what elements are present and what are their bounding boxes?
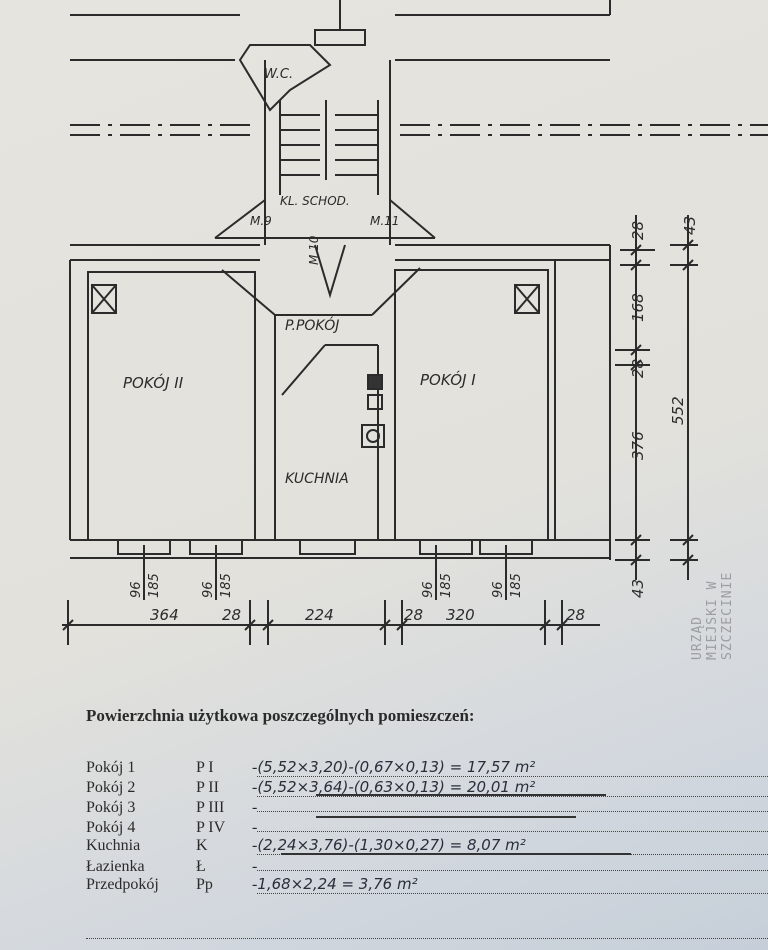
office-stamp: URZĄD MIEJSKI W SZCZECINIE [690,571,735,660]
room-name: Kuchnia [86,837,141,854]
vdim-168: 168 [629,293,647,322]
kitchen-label: KUCHNIA [285,471,349,487]
table-row: Łazienka Ł - [86,852,768,876]
hall-label: P.POKÓJ [285,316,339,334]
dim-28: 28 [566,606,585,624]
table-row: Pokój 1 P I - (5,52×3,20)-(0,67×0,13) = … [86,758,768,778]
dim-364: 364 [150,606,179,624]
vdim-28: 28 [629,359,647,378]
dim-224: 224 [305,606,334,624]
door-m10-label: M.10 [307,235,321,265]
table-row: Pokój 2 P II - (5,52×3,64)-(0,63×0,13) =… [86,778,768,798]
area-table: Pokój 1 P I - (5,52×3,20)-(0,67×0,13) = … [86,758,768,895]
window-dim: 96 [201,581,216,598]
blank-line [86,938,768,939]
floor-plan: W.C. KL. SCHOD. M.9 M.11 M.10 P.POKÓJ PO… [62,0,768,645]
blank-line [257,797,768,812]
room1-label: POKÓJ I [420,370,476,389]
room-name: Pokój 3 [86,799,136,816]
vdim-376: 376 [629,431,647,460]
strike-line [316,794,606,796]
dim-320: 320 [446,606,475,624]
table-title: Powierzchnia użytkowa poszczególnych pom… [86,706,475,725]
strike-line [281,852,631,855]
window-dim: 96 [129,581,144,598]
dash: - [252,837,258,854]
dash: - [252,857,258,875]
dash: - [252,876,258,893]
area-calc: 1,68×2,24 = 3,76 m² [257,875,768,894]
window-dim: 96 [491,581,506,598]
table-row: Kuchnia K - (2,24×3,76)-(1,30×0,27) = 8,… [86,836,768,856]
room-name: Pokój 4 [86,818,136,836]
room-name: Pokój 2 [86,778,136,796]
door-m9-label: M.9 [250,214,272,228]
room-symbol: K [196,837,208,854]
blank-line [257,856,768,871]
room-name: Łazienka [86,857,145,875]
door-m11-label: M.11 [370,214,399,228]
table-row: Przedpokój Pp - 1,68×2,24 = 3,76 m² [86,875,768,895]
area-calc: (2,24×3,76)-(1,30×0,27) = 8,07 m² [257,836,768,855]
dash: - [252,778,258,796]
dash: - [252,759,258,776]
room-symbol: P II [196,778,219,796]
area-calc: (5,52×3,64)-(0,63×0,13) = 20,01 m² [257,778,768,797]
dim-28: 28 [222,606,241,624]
strike-line [316,815,576,818]
window-dim: 185 [219,573,234,598]
room-symbol: P I [196,759,214,776]
room-symbol: P III [196,799,225,816]
room-name: Pokój 1 [86,759,136,776]
stairs-label: KL. SCHOD. [280,194,350,208]
room-symbol: Ł [196,857,206,875]
vdim-28: 28 [629,221,647,240]
area-calc: (5,52×3,20)-(0,67×0,13) = 17,57 m² [257,758,768,777]
vdim-43: 43 [681,216,699,235]
window-dim: 185 [147,573,162,598]
window-dim: 96 [421,581,436,598]
table-row: Pokój 4 P IV - [86,815,768,837]
window-dim: 185 [509,573,524,598]
wc-label: W.C. [264,67,293,82]
dash: - [252,818,258,836]
table-row: Pokój 3 P III - [86,794,768,817]
room2-label: POKÓJ II [123,373,184,392]
vdim-552: 552 [669,396,687,425]
dash: - [252,799,258,816]
vdim-43: 43 [629,579,647,598]
window-dim: 185 [439,573,454,598]
blank-line [257,817,768,832]
room-name: Przedpokój [86,876,159,893]
room-symbol: P IV [196,818,226,836]
room-symbol: Pp [196,876,213,893]
dim-28: 28 [404,606,423,624]
